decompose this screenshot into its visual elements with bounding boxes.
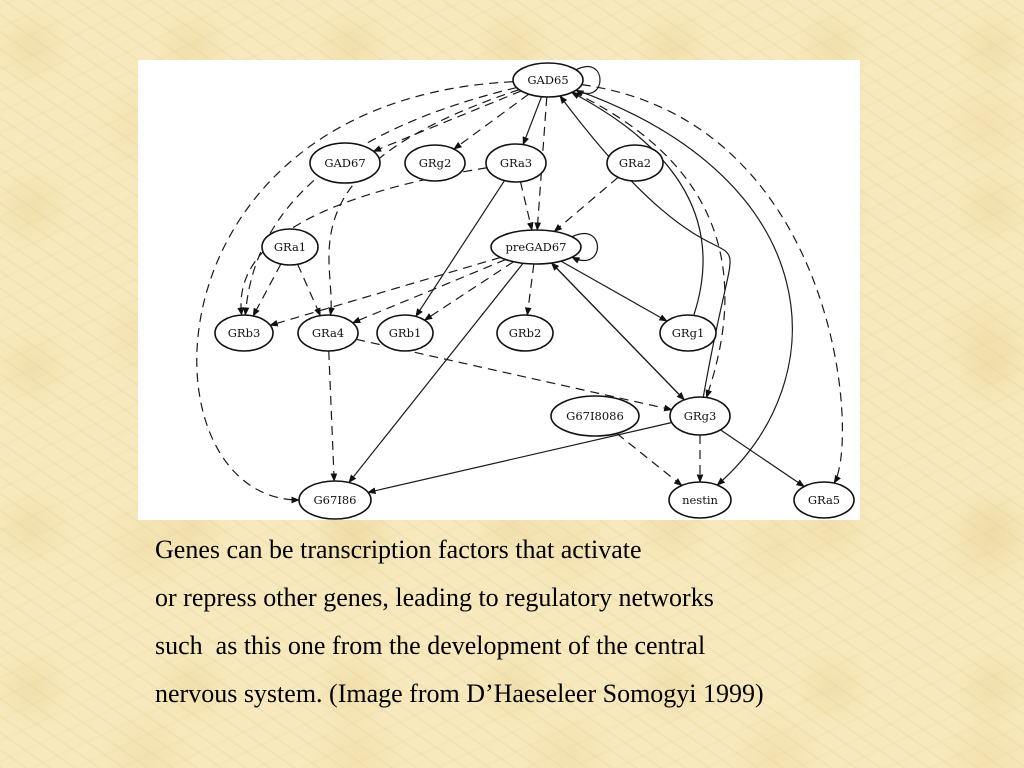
caption-line-4: nervous system. (Image from D’Haeseleer … <box>155 679 764 708</box>
edge-GRa3-to-GRb1 <box>415 180 506 318</box>
node-GRa4: GRa4 <box>297 314 359 352</box>
node-shape-GRb3 <box>214 314 274 352</box>
node-shape-GAD67 <box>309 142 381 184</box>
node-GRa3: GRa3 <box>485 143 547 183</box>
edge-GRa4-to-G67I86 <box>328 350 338 482</box>
node-G67I8086: G67I8086 <box>550 395 640 437</box>
node-shape-GRg2 <box>404 144 466 182</box>
node-GRb2: GRb2 <box>496 314 554 352</box>
node-label-GAD65: GAD65 <box>527 73 568 87</box>
node-GRg1: GRg1 <box>659 314 717 352</box>
edge-GRa3-to-preGAD67 <box>519 181 534 231</box>
node-nestin: nestin <box>668 481 732 519</box>
node-shape-GRa4 <box>297 314 359 352</box>
edge-GAD65-to-GRa3 <box>522 96 543 146</box>
edge-GRg3-to-preGAD67 <box>550 262 685 401</box>
node-label-nestin: nestin <box>682 493 718 507</box>
node-GRg3: GRg3 <box>669 396 731 436</box>
node-shape-GRg1 <box>659 314 717 352</box>
node-label-GRa2: GRa2 <box>619 156 651 170</box>
node-G67I86: G67I86 <box>298 480 372 520</box>
edge-GRg3-to-GAD65 <box>559 95 731 398</box>
node-shape-GAD65 <box>512 62 584 98</box>
node-shape-GRa2 <box>606 144 664 182</box>
edge-GRa2-to-preGAD67 <box>553 176 619 233</box>
edge-preGAD67-to-GRb2 <box>524 263 535 316</box>
edge-GAD65-to-GAD67 <box>372 90 522 152</box>
edge-GAD65-to-GRb3 <box>242 86 517 316</box>
node-preGAD67: preGAD67 <box>490 229 582 265</box>
caption-line-1: Genes can be transcription factors that … <box>155 535 642 564</box>
node-GRg2: GRg2 <box>404 144 466 182</box>
node-shape-GRa1 <box>261 228 319 266</box>
node-GAD65: GAD65 <box>512 62 584 98</box>
node-label-GAD67: GAD67 <box>324 156 365 170</box>
edge-GRg3-to-G67I86 <box>367 421 672 494</box>
edge-GRa1-to-GRa4 <box>297 264 321 317</box>
node-shape-GRb1 <box>376 314 434 352</box>
edge-GAD65-to-G67I86 <box>196 81 514 504</box>
node-GAD67: GAD67 <box>309 142 381 184</box>
edge-GAD65-to-GRa4 <box>328 89 520 316</box>
node-label-GRa5: GRa5 <box>808 493 840 507</box>
node-label-GRg1: GRg1 <box>672 326 705 340</box>
caption-line-3: such as this one from the development of… <box>155 631 706 660</box>
node-shape-G67I8086 <box>550 395 640 437</box>
edge-GAD65-to-GRa5 <box>581 84 844 484</box>
node-shape-GRa3 <box>485 143 547 183</box>
node-label-GRa4: GRa4 <box>312 326 344 340</box>
node-label-GRb1: GRb1 <box>389 326 422 340</box>
node-shape-GRb2 <box>496 314 554 352</box>
node-label-GRg3: GRg3 <box>684 409 717 423</box>
node-label-GRa1: GRa1 <box>274 240 306 254</box>
edge-preGAD67-to-GRa4 <box>351 258 506 324</box>
edge-preGAD67-to-GRb3 <box>269 256 501 327</box>
caption-line-2: or repress other genes, leading to regul… <box>155 583 714 612</box>
node-GRa2: GRa2 <box>606 144 664 182</box>
edge-GRa1-to-GRb3 <box>252 263 282 317</box>
node-label-G67I8086: G67I8086 <box>566 409 624 423</box>
node-label-GRb2: GRb2 <box>509 326 542 340</box>
node-GRa1: GRa1 <box>261 228 319 266</box>
node-shape-nestin <box>668 481 732 519</box>
node-label-preGAD67: preGAD67 <box>505 240 566 254</box>
edge-preGAD67-to-GRg1 <box>560 260 668 322</box>
edge-GAD65-to-GRg2 <box>453 93 530 150</box>
edge-GRg3-to-GRa5 <box>720 429 805 488</box>
node-shape-preGAD67 <box>490 229 582 265</box>
node-label-GRg2: GRg2 <box>419 156 452 170</box>
node-label-GRb3: GRb3 <box>228 326 261 340</box>
node-shape-GRg3 <box>669 396 731 436</box>
node-GRa5: GRa5 <box>793 481 855 519</box>
edge-GRg1-to-GAD65 <box>570 91 704 316</box>
node-shape-G67I86 <box>298 480 372 520</box>
caption: Genes can be transcription factors that … <box>155 526 1015 718</box>
edge-preGAD67-to-preGAD67 <box>571 233 599 264</box>
edge-preGAD67-to-G67I86 <box>348 262 524 484</box>
node-shape-GRa5 <box>793 481 855 519</box>
node-GRb1: GRb1 <box>376 314 434 352</box>
edge-GAD65-to-nestin <box>575 89 793 486</box>
node-label-G67I86: G67I86 <box>314 493 357 507</box>
edge-G67I8086-to-nestin <box>616 432 683 486</box>
node-label-GRa3: GRa3 <box>500 156 532 170</box>
node-GRb3: GRb3 <box>214 314 274 352</box>
edge-preGAD67-to-GRb1 <box>423 261 514 321</box>
edge-GAD65-to-GRg3 <box>572 91 726 399</box>
